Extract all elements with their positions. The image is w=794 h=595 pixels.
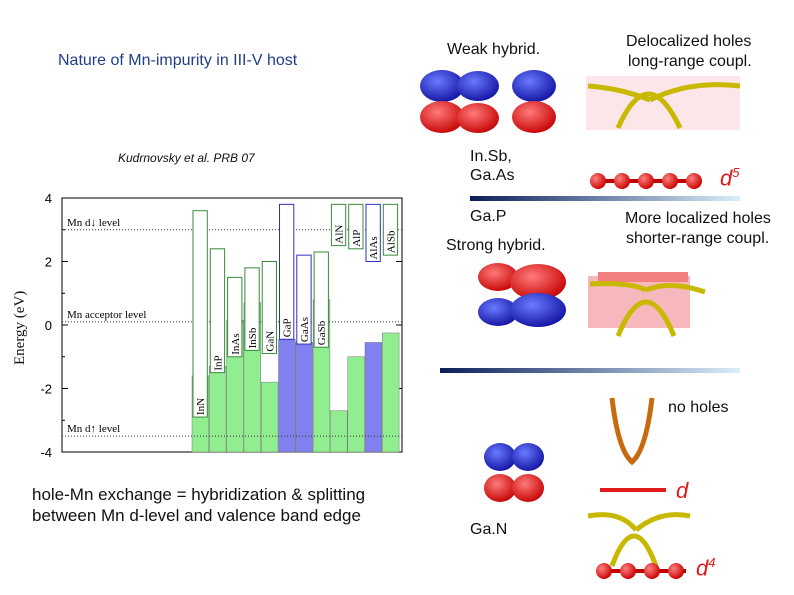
compound-box	[209, 248, 226, 374]
compound-box	[261, 261, 278, 355]
category-label-gaas: GaAs	[299, 317, 311, 342]
empty-band-icon	[609, 397, 655, 466]
compound-box	[348, 203, 364, 250]
more-localized-label-2: shorter-range coupl.	[626, 230, 770, 247]
delocalized-label-2: long-range coupl.	[628, 53, 752, 70]
localized-band-box	[588, 276, 690, 328]
y-tick-label: 0	[45, 318, 52, 333]
d4-label: d4	[696, 555, 716, 581]
y-axis-label: Energy (eV)	[12, 290, 28, 365]
d4-atom-chain-icon	[596, 563, 686, 579]
category-label-gap: GaP	[282, 318, 294, 337]
insb-label: In.Sb,	[470, 148, 512, 165]
category-label-alp: AlP	[351, 230, 363, 247]
d5-label: d5	[720, 165, 740, 191]
bar-gap	[278, 339, 296, 453]
compound-box	[279, 203, 295, 340]
strong-hybrid-orbital-icon	[478, 263, 566, 327]
delocalized-label-1: Delocalized holes	[626, 33, 752, 50]
bar-alsb	[382, 332, 400, 453]
y-tick-label: -4	[40, 445, 52, 460]
compound-box	[365, 203, 381, 263]
level-label: Mn acceptor level	[67, 309, 146, 321]
d5-atom-chain-icon	[590, 173, 702, 189]
y-tick-label: 2	[45, 255, 52, 270]
category-label-gan: GaN	[264, 331, 276, 352]
level-label: Mn d↓ level	[67, 217, 120, 229]
category-label-alsb: AlSb	[385, 230, 397, 253]
footnote: hole-Mn exchange = hybridization & split…	[32, 484, 365, 526]
gap-label: Ga.P	[470, 208, 507, 225]
compound-box	[227, 276, 243, 358]
footnote-line-1: hole-Mn exchange = hybridization & split…	[32, 485, 366, 504]
gan-label: Ga.N	[470, 521, 508, 538]
bar-alp	[347, 356, 365, 453]
no-holes-label: no holes	[668, 399, 729, 416]
category-label-inas: InAs	[230, 333, 242, 354]
compound-box	[192, 210, 208, 418]
compound-box	[330, 203, 347, 247]
bar-gaas	[295, 342, 313, 453]
y-tick-label: -2	[40, 382, 52, 397]
more-localized-label-1: More localized holes	[625, 210, 771, 227]
category-label-gasb: GaSb	[316, 320, 328, 345]
delocalized-band-box	[586, 76, 740, 130]
compound-box	[382, 203, 399, 256]
y-tick-label: 4	[45, 191, 52, 206]
bar-inp	[209, 366, 227, 453]
divider-gradient-1	[470, 196, 740, 201]
footnote-line-2: between Mn d-level and valence band edge	[32, 506, 361, 525]
bar-aln	[330, 410, 348, 453]
divider-gradient-2	[440, 368, 740, 373]
level-label: Mn d↑ level	[67, 423, 120, 435]
category-label-aln: AlN	[334, 225, 346, 244]
bar-gan	[260, 381, 279, 453]
compound-box	[313, 251, 329, 348]
category-label-inn: InN	[195, 398, 207, 415]
gaas-label: Ga.As	[470, 167, 515, 184]
gan-orbital-icon	[484, 443, 544, 502]
compound-box	[244, 267, 260, 351]
category-label-insb: InSb	[247, 327, 259, 348]
weak-hybrid-orbital-icon	[420, 70, 556, 133]
bar-alas	[364, 342, 383, 453]
category-label-alas: AlAs	[368, 236, 380, 259]
energy-level-chart: 4 2 0 -2 -4 Mn d↓ level Mn acceptor level Mn d↑…	[40, 191, 403, 460]
weak-hybrid-label: Weak hybrid.	[447, 41, 541, 58]
citation: Kudrnovsky et al. PRB 07	[118, 151, 255, 165]
compound-box	[296, 254, 312, 345]
strong-hybrid-label: Strong hybrid.	[446, 237, 546, 254]
category-label-inp: InP	[212, 355, 224, 370]
d-label: d	[676, 478, 689, 503]
page-title: Nature of Mn-impurity in III-V host	[58, 52, 298, 69]
